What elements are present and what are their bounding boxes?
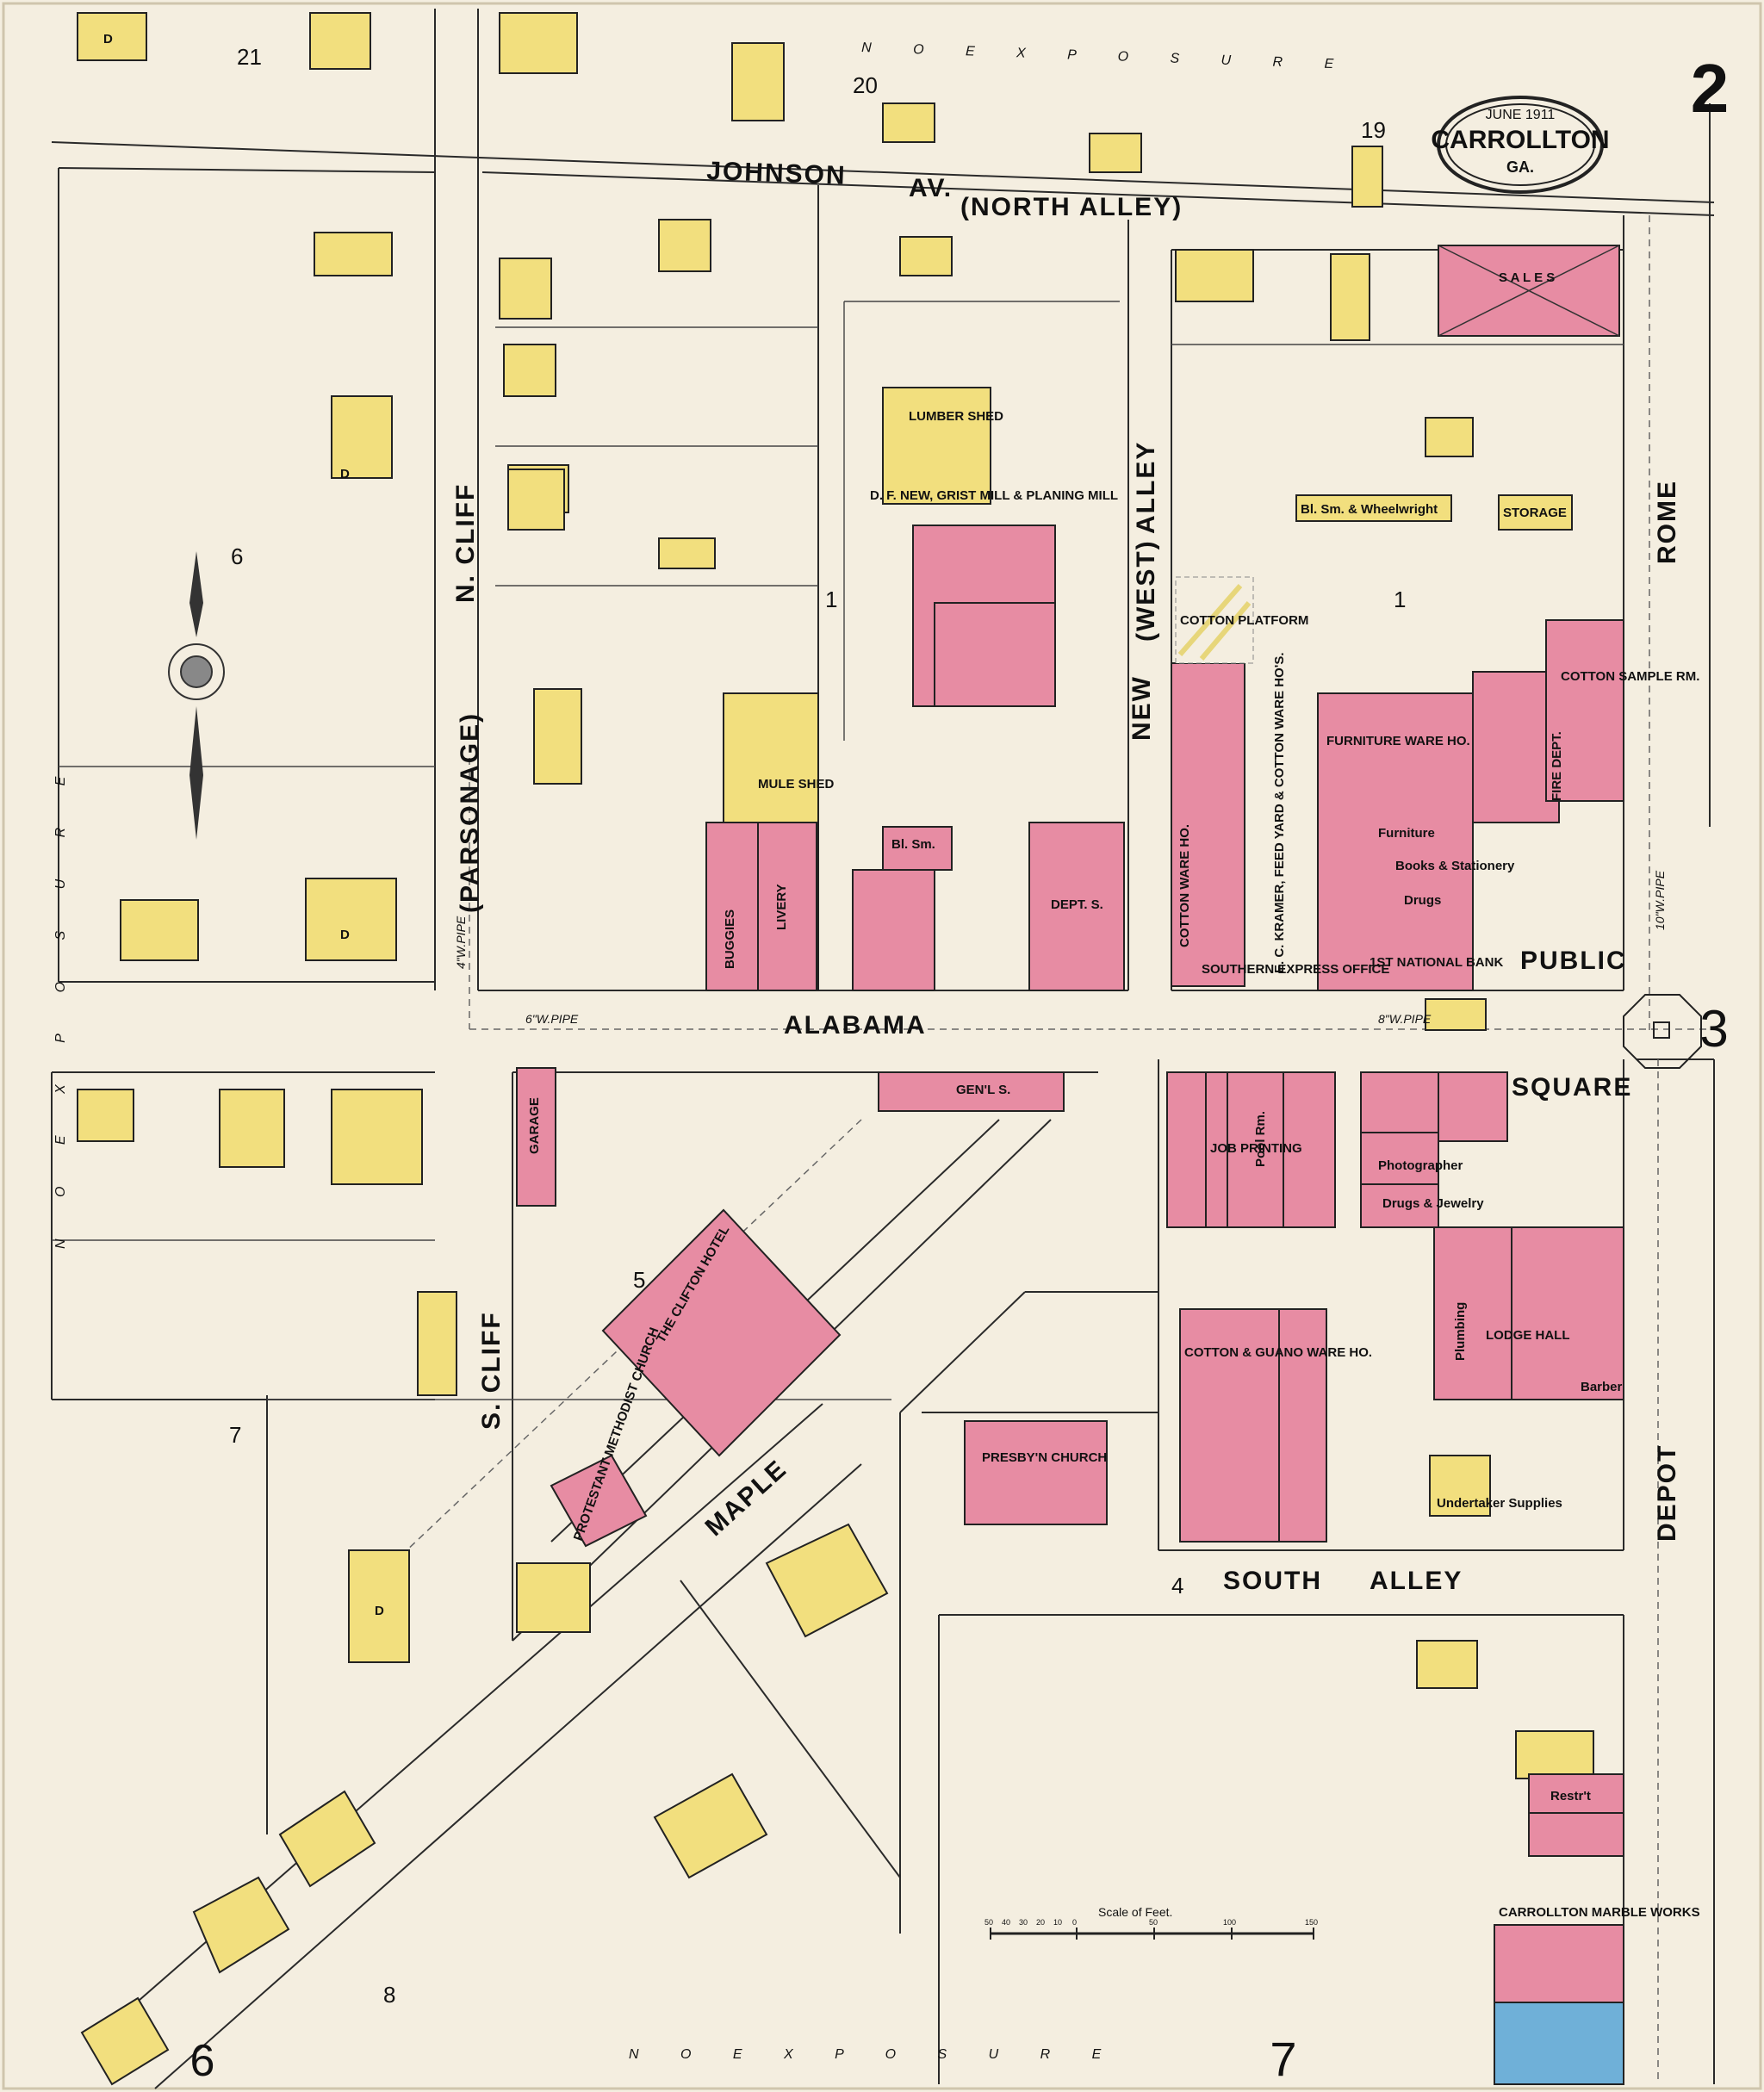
label-cotton-sample: COTTON SAMPLE RM.	[1561, 669, 1699, 684]
marble-works-stone	[1494, 2002, 1624, 2085]
block-number: 8	[383, 1982, 395, 2008]
street-alabama: ALABAMA	[784, 1011, 927, 1040]
label-livery: LIVERY	[774, 884, 789, 930]
label-plumbing: Plumbing	[1453, 1302, 1468, 1361]
pipe-label: 10"W.PIPE	[1653, 870, 1667, 930]
pipe-label: 8"W.PIPE	[1378, 1012, 1432, 1026]
frame-dwellings	[77, 12, 1594, 2086]
label-garage: GARAGE	[527, 1097, 542, 1154]
street-north-alley: (NORTH ALLEY)	[960, 193, 1183, 221]
street-n-cliff: N. CLIFF	[451, 483, 480, 603]
label-southern-express: SOUTHERN EXPRESS OFFICE	[1202, 962, 1389, 977]
scale-tick: 100	[1223, 1918, 1236, 1927]
label-drugs: Drugs	[1404, 893, 1441, 908]
block-number: 5	[633, 1267, 645, 1293]
label-d: D	[340, 928, 350, 942]
scale-tick: 150	[1305, 1918, 1318, 1927]
street-depot: DEPOT	[1653, 1444, 1681, 1542]
block-number: 1	[825, 587, 837, 612]
label-storage: STORAGE	[1503, 506, 1567, 520]
adjacent-sheet-bottom-left: 6	[190, 2036, 215, 2086]
public-square-marker	[1623, 994, 1702, 1069]
scale-bar: Scale of Feet. 50 40 30 20 10 0 50 100 1…	[984, 1905, 1318, 1940]
label-furniture: Furniture	[1378, 826, 1435, 841]
street-public: PUBLIC	[1520, 947, 1627, 975]
scale-tick: 0	[1072, 1918, 1077, 1927]
block-number: 4	[1171, 1573, 1183, 1598]
label-sales: S A L E S	[1499, 270, 1555, 285]
street-rome: ROME	[1653, 480, 1681, 564]
adjacent-sheet-right: 3	[1699, 1000, 1728, 1058]
street-west: (WEST)	[1132, 539, 1160, 642]
sheet-number: 2	[1691, 50, 1730, 127]
block-number: 1	[1394, 587, 1406, 612]
scale-tick: 10	[1053, 1918, 1062, 1927]
scale-title: Scale of Feet.	[1098, 1905, 1172, 1919]
label-cotton-guano: COTTON & GUANO WARE HO.	[1184, 1345, 1372, 1360]
street-new: NEW	[1127, 675, 1156, 741]
scale-tick: 50	[984, 1918, 993, 1927]
scale-tick: 30	[1019, 1918, 1028, 1927]
label-fire-dept: FIRE DEPT.	[1550, 731, 1564, 801]
label-marble-works: CARROLLTON MARBLE WORKS	[1499, 1905, 1700, 1920]
scale-tick: 50	[1149, 1918, 1158, 1927]
street-south: SOUTH	[1223, 1567, 1322, 1595]
street-av: AV.	[909, 174, 953, 202]
cotton-platform	[1175, 576, 1254, 664]
street-square: SQUARE	[1512, 1073, 1632, 1102]
label-wheelwright: Bl. Sm. & Wheelwright	[1301, 502, 1438, 517]
label-undertaker: Undertaker Supplies	[1437, 1496, 1562, 1511]
label-furniture-ware-ho: FURNITURE WARE HO.	[1326, 734, 1470, 748]
pipe-label: 6"W.PIPE	[525, 1012, 579, 1026]
block-numbers: 21 20 19 6 1 1 5 7 4 8	[229, 44, 1406, 2008]
label-d: D	[375, 1604, 384, 1618]
scale-tick: 40	[1002, 1918, 1010, 1927]
block-number: 7	[229, 1422, 241, 1448]
label-cotton-ware-ho: COTTON WARE HO.	[1177, 824, 1192, 947]
title-state: GA.	[1506, 158, 1534, 176]
title-city: CARROLLTON	[1431, 126, 1609, 154]
label-lodge-hall: LODGE HALL	[1486, 1328, 1570, 1343]
block-number: 19	[1361, 117, 1386, 143]
label-cotton-platform: COTTON PLATFORM	[1180, 613, 1308, 628]
block-number: 6	[231, 543, 243, 569]
pipe-label: 4"W.PIPE	[454, 916, 468, 969]
street-alley: ALLEY	[1132, 441, 1160, 534]
label-presby-church: PRESBY'N CHURCH	[982, 1450, 1107, 1465]
label-genl-s: GEN'L S.	[956, 1083, 1010, 1097]
label-bl-sm: Bl. Sm.	[891, 837, 935, 852]
street-south-alley: ALLEY	[1370, 1567, 1463, 1595]
water-pipes	[370, 215, 1714, 2084]
label-mill: D. F. NEW, GRIST MILL & PLANING MILL	[870, 488, 1118, 503]
street-parsonage: (PARSONAGE)	[456, 712, 484, 913]
label-national-bank: 1ST NATIONAL BANK	[1370, 955, 1503, 970]
label-photographer: Photographer	[1378, 1158, 1463, 1173]
title-cartouche: JUNE 1911 CARROLLTON GA.	[1431, 96, 1610, 194]
label-d: D	[340, 467, 350, 481]
street-s-cliff: S. CLIFF	[477, 1311, 506, 1430]
label-pool-rm: Pool Rm.	[1253, 1111, 1268, 1167]
brick-buildings	[516, 245, 1624, 2003]
scale-tick: 20	[1036, 1918, 1045, 1927]
compass-rose-icon	[168, 551, 225, 840]
label-kramer: E. C. KRAMER, FEED YARD & COTTON WARE HO…	[1272, 653, 1287, 974]
label-lumber-shed: LUMBER SHED	[909, 409, 1003, 424]
label-books: Books & Stationery	[1395, 859, 1515, 873]
label-drugs-jewelry: Drugs & Jewelry	[1382, 1196, 1484, 1211]
label-barber: Barber	[1581, 1380, 1623, 1394]
exposure-left: N O E X P O S U R E	[53, 758, 68, 1249]
title-date: JUNE 1911	[1486, 108, 1556, 122]
label-restr: Restr't	[1550, 1789, 1591, 1803]
adjacent-sheet-bottom-right: 7	[1270, 2032, 1296, 2086]
block-number: 21	[237, 44, 262, 70]
label-dept-s: DEPT. S.	[1051, 897, 1103, 912]
street-johnson: JOHNSON	[706, 157, 847, 190]
block-number: 20	[853, 72, 878, 98]
label-buggies: BUGGIES	[723, 909, 737, 969]
label-job-printing: JOB PRINTING	[1210, 1141, 1302, 1156]
label-d: D	[103, 32, 113, 47]
exposure-bottom: N O E X P O S U R E	[629, 2047, 1120, 2062]
label-mule-shed: MULE SHED	[758, 777, 835, 791]
